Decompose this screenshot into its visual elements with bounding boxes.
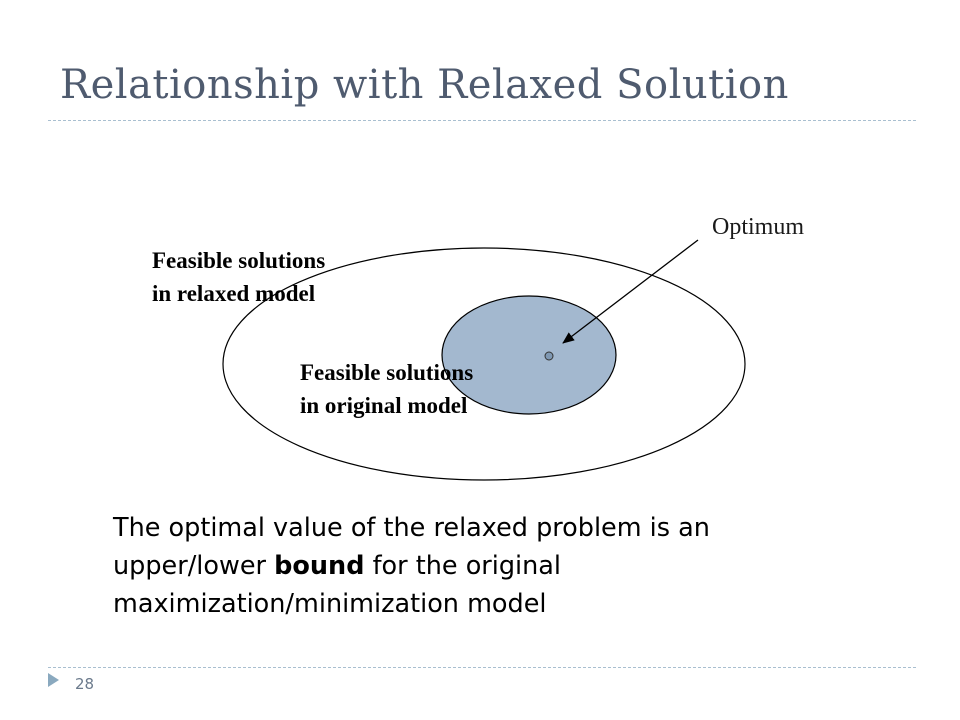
triangle-bullet-icon — [48, 673, 59, 687]
original-region-label-line1: Feasible solutions — [300, 360, 474, 385]
original-region-label-line2: in original model — [300, 393, 468, 418]
slide-title: Relationship with Relaxed Solution — [60, 62, 789, 108]
relaxation-bound-statement: The optimal value of the relaxed problem… — [113, 509, 853, 623]
original-feasible-region — [441, 295, 617, 415]
relaxed-feasible-region — [222, 247, 746, 481]
optimum-arrow — [562, 239, 699, 344]
optimum-point — [544, 351, 554, 361]
original-region-label: Feasible solutions in original model — [300, 356, 473, 422]
relaxed-region-label: Feasible solutions in relaxed model — [152, 244, 325, 310]
title-divider — [48, 120, 916, 121]
relaxed-region-label-line1: Feasible solutions — [152, 248, 326, 273]
footer-divider — [48, 667, 916, 668]
page-number: 28 — [75, 675, 95, 693]
statement-part2: for the original maximization/minimizati… — [113, 551, 562, 619]
statement-bold-term: bound — [274, 551, 365, 581]
statement-part1: The optimal value of the relaxed problem… — [113, 513, 710, 581]
optimum-label: Optimum — [712, 214, 805, 240]
relaxed-region-label-line2: in relaxed model — [152, 281, 316, 306]
